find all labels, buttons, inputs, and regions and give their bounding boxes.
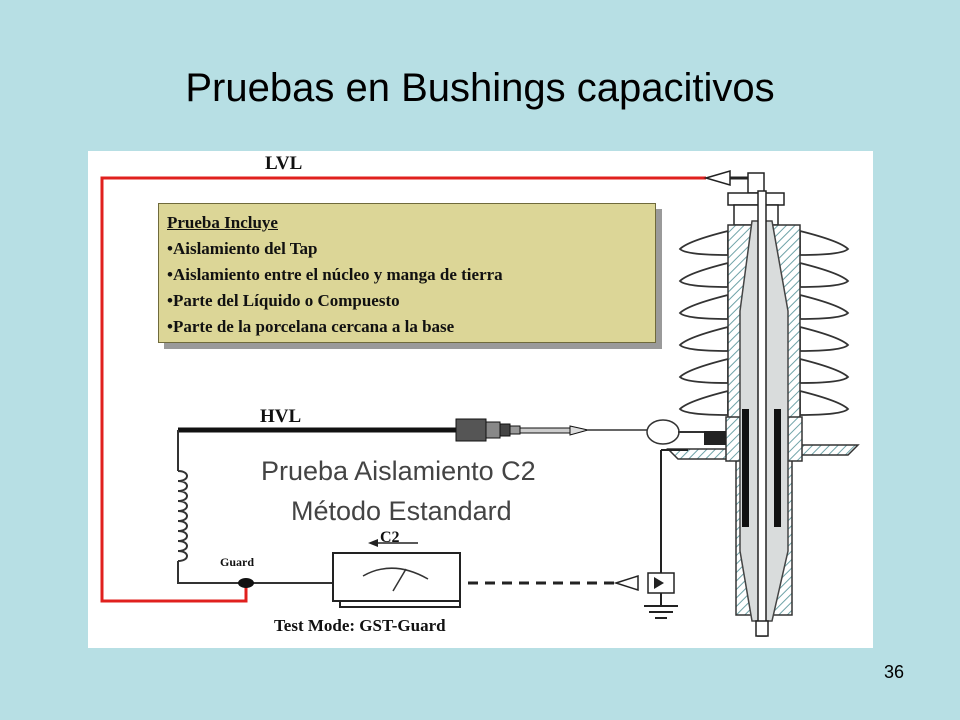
test-mode-label: Test Mode: GST-Guard: [274, 616, 446, 635]
test-title-line2: Método Estandard: [291, 496, 512, 526]
test-includes-item: •Parte del Líquido o Compuesto: [167, 291, 400, 310]
bushing: [666, 172, 860, 637]
test-includes-heading: Prueba Incluye: [167, 213, 278, 232]
lvl-clamp: [703, 170, 731, 186]
hvl-connector: [455, 418, 718, 445]
meter: [332, 539, 461, 608]
test-includes-item: •Parte de la porcelana cercana a la base: [167, 317, 455, 336]
test-title-line1: Prueba Aislamiento C2: [261, 456, 536, 486]
test-includes-item: •Aislamiento entre el núcleo y manga de …: [167, 265, 503, 284]
guard-coil: [177, 470, 188, 562]
diagram-graphics: [100, 170, 860, 637]
test-includes-box: Prueba Incluye •Aislamiento del Tap •Ais…: [158, 203, 656, 343]
hvl-label: HVL: [260, 406, 302, 427]
c2-label: C2: [380, 529, 400, 546]
lvl-label: LVL: [265, 153, 303, 174]
page-number: 36: [883, 662, 904, 682]
ground-symbol: [644, 593, 678, 619]
guard-label: Guard: [220, 555, 255, 569]
guard-node: [238, 578, 254, 588]
bushing-test-diagram: Prueba Incluye •Aislamiento del Tap •Ais…: [88, 151, 873, 648]
lvl-wire: [100, 176, 706, 603]
test-includes-item: •Aislamiento del Tap: [167, 239, 318, 258]
slide-title: Pruebas en Bushings capacitivos: [185, 66, 775, 110]
